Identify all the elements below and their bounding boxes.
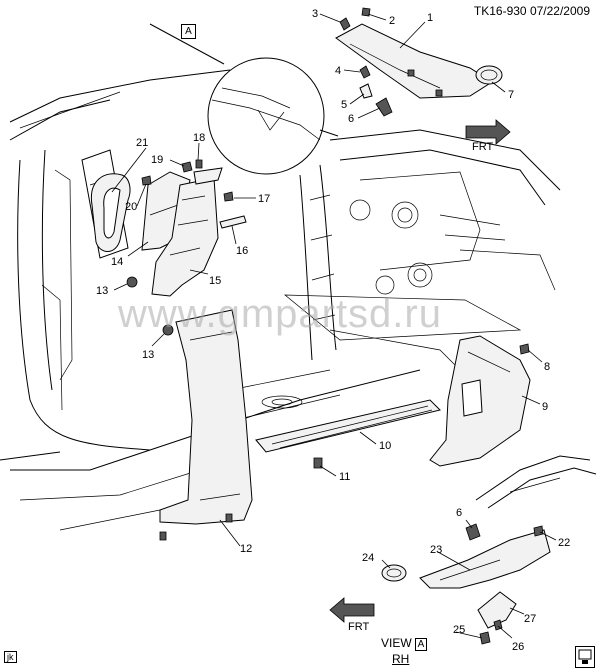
callout-4: 4 — [335, 65, 341, 77]
callout-6: 6 — [348, 113, 354, 125]
callout-21: 21 — [136, 137, 148, 149]
part-1-upper-trim — [335, 23, 493, 99]
small-fasteners-upper — [339, 7, 393, 117]
callout-23: 23 — [430, 544, 442, 556]
callout-22: 22 — [558, 537, 570, 549]
callout-2: 2 — [389, 15, 395, 27]
callout-16: 16 — [236, 245, 248, 257]
part-7-plug — [475, 65, 503, 85]
part-16-bracket — [219, 215, 247, 229]
callout-27: 27 — [524, 613, 536, 625]
callout-11: 11 — [339, 471, 350, 483]
callout-6-lower: 6 — [456, 507, 462, 519]
rh-view-detail — [381, 455, 597, 645]
callout-18: 18 — [193, 132, 205, 144]
diagram-id: TK16-930 — [473, 4, 527, 18]
part-21-assist-handle — [90, 173, 131, 252]
corner-logo — [575, 646, 595, 668]
callout-13-upper: 13 — [96, 285, 108, 297]
callout-10: 10 — [379, 440, 391, 452]
detail-ref-box: A — [181, 24, 196, 39]
front-arrow-upper-label: FRT — [472, 141, 493, 153]
callout-14: 14 — [111, 256, 123, 268]
part-15-b-pillar-upper — [151, 177, 219, 297]
front-arrow-lower: FRT — [329, 597, 375, 633]
corner-tag: jk — [4, 651, 17, 663]
callout-15: 15 — [209, 275, 221, 287]
part-18-19-brackets — [181, 159, 223, 185]
body-structure — [0, 69, 561, 531]
part-10-sill-plate — [255, 399, 441, 453]
part-8-clip — [519, 343, 530, 355]
part-9-quarter-lower — [429, 335, 531, 467]
watermark: www.gmpartsd.ru — [118, 292, 442, 336]
callout-26: 26 — [512, 641, 524, 653]
callout-17: 17 — [258, 193, 270, 205]
diagram-header: TK16-930 07/22/2009 — [474, 4, 590, 18]
callout-1: 1 — [427, 12, 433, 24]
part-12-b-pillar-lower — [159, 309, 253, 541]
view-text: VIEW — [381, 636, 412, 650]
callout-numbers: 1 2 3 4 5 6 7 8 9 10 11 12 13 13 14 15 1… — [96, 8, 570, 653]
callout-13-lower: 13 — [142, 349, 154, 361]
callout-24: 24 — [362, 552, 374, 564]
front-arrow-upper: FRT — [465, 119, 511, 153]
part-13-clips — [126, 276, 174, 336]
callout-25: 25 — [453, 624, 465, 636]
callout-8: 8 — [544, 361, 550, 373]
callout-5: 5 — [341, 99, 347, 111]
callout-12: 12 — [240, 543, 252, 555]
front-arrow-lower-label: FRT — [348, 621, 369, 633]
callout-9: 9 — [542, 401, 548, 413]
callout-7: 7 — [508, 89, 514, 101]
view-ref-box: A — [414, 638, 428, 651]
leader-lines — [111, 13, 557, 639]
diagram-date: 07/22/2009 — [529, 4, 590, 18]
view-side-label: RH — [392, 652, 410, 666]
callout-20: 20 — [125, 201, 137, 213]
part-20-screw — [141, 175, 152, 186]
callout-3: 3 — [312, 8, 318, 20]
callout-19: 19 — [151, 154, 163, 166]
part-17-screw — [223, 191, 234, 202]
part-11-clip — [313, 457, 323, 469]
detail-view-circle — [149, 23, 339, 175]
